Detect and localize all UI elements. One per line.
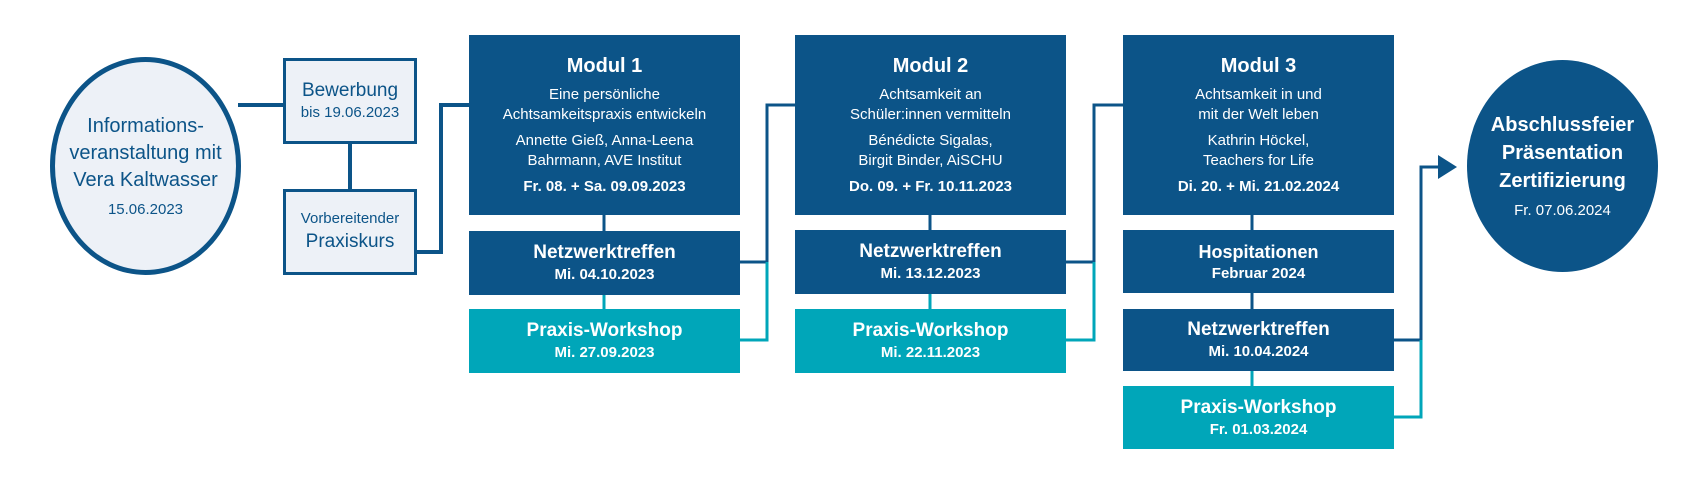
bewerbung-date: bis 19.06.2023 [300, 104, 400, 121]
connector [740, 103, 795, 264]
modul2-netz-title: Netzwerktreffen [859, 241, 1002, 262]
modul2-workshop-box: Praxis-Workshop Mi. 22.11.2023 [795, 309, 1066, 373]
modul3-people2: Teachers for Life [1203, 152, 1314, 169]
modul1-date: Fr. 08. + Sa. 09.09.2023 [523, 178, 686, 195]
modul3-people1: Kathrin Höckel, [1207, 132, 1310, 149]
bewerbung-title: Bewerbung [301, 80, 399, 101]
arrowhead [1438, 155, 1457, 179]
modul1-box: Modul 1 Eine persönliche Achtsamkeitspra… [469, 35, 740, 215]
final-date: Fr. 07.06.2024 [1514, 202, 1611, 219]
modul1-ws-title: Praxis-Workshop [526, 320, 683, 341]
praxiskurs-line2: Praxiskurs [305, 231, 395, 252]
modul3-hospitationen-box: Hospitationen Februar 2024 [1123, 230, 1394, 293]
info-line2: veranstaltung mit [69, 141, 222, 164]
final-circle: Abschlussfeier Präsentation Zertifizieru… [1467, 60, 1658, 272]
modul3-netz-title: Netzwerktreffen [1187, 319, 1330, 340]
modul3-netzwerktreffen-box: Netzwerktreffen Mi. 10.04.2024 [1123, 309, 1394, 371]
modul1-ws-date: Mi. 27.09.2023 [554, 344, 655, 361]
modul1-title: Modul 1 [566, 55, 643, 77]
connector [1394, 165, 1440, 342]
modul1-topic1: Eine persönliche [549, 86, 660, 103]
modul2-date: Do. 09. + Fr. 10.11.2023 [848, 178, 1013, 195]
modul2-people2: Birgit Binder, AiSCHU [858, 152, 1003, 169]
praxiskurs-box: Vorbereitender Praxiskurs [283, 189, 417, 275]
praxiskurs-line1: Vorbereitender [300, 210, 400, 227]
info-event-circle: Informations- veranstaltung mit Vera Kal… [50, 57, 241, 275]
modul3-hosp-title: Hospitationen [1198, 241, 1319, 262]
modul2-topic2: Schüler:innen vermitteln [850, 106, 1011, 123]
modul1-netz-title: Netzwerktreffen [533, 242, 676, 263]
connector [415, 103, 469, 254]
modul3-box: Modul 3 Achtsamkeit in und mit der Welt … [1123, 35, 1394, 215]
modul1-people2: Bahrmann, AVE Institut [527, 152, 682, 169]
modul3-date: Di. 20. + Mi. 21.02.2024 [1177, 178, 1340, 195]
bewerbung-box: Bewerbung bis 19.06.2023 [283, 58, 417, 144]
modul2-ws-date: Mi. 22.11.2023 [880, 344, 981, 361]
info-line3: Vera Kaltwasser [73, 168, 218, 191]
modul2-box: Modul 2 Achtsamkeit an Schüler:innen ver… [795, 35, 1066, 215]
modul1-netzwerktreffen-box: Netzwerktreffen Mi. 04.10.2023 [469, 231, 740, 295]
connector [1394, 340, 1423, 419]
modul3-workshop-box: Praxis-Workshop Fr. 01.03.2024 [1123, 386, 1394, 449]
modul1-topic2: Achtsamkeitspraxis entwickeln [502, 106, 707, 123]
modul1-netz-date: Mi. 04.10.2023 [554, 266, 655, 283]
modul3-hosp-date: Februar 2024 [1211, 264, 1306, 282]
connector [1066, 262, 1096, 342]
modul2-title: Modul 2 [892, 55, 969, 77]
modul2-topic1: Achtsamkeit an [879, 86, 982, 103]
final-line3: Zertifizierung [1499, 170, 1626, 192]
modul2-netz-date: Mi. 13.12.2023 [880, 265, 981, 282]
modul3-topic2: mit der Welt leben [1198, 106, 1319, 123]
final-line1: Abschlussfeier [1490, 114, 1635, 136]
connector [1066, 103, 1123, 264]
modul2-ws-title: Praxis-Workshop [852, 320, 1009, 341]
modul3-ws-title: Praxis-Workshop [1180, 396, 1337, 418]
modul3-ws-date: Fr. 01.03.2024 [1209, 420, 1308, 438]
connector [740, 262, 769, 342]
modul1-people1: Annette Gieß, Anna-Leena [515, 132, 694, 149]
modul2-netzwerktreffen-box: Netzwerktreffen Mi. 13.12.2023 [795, 230, 1066, 294]
modul3-title: Modul 3 [1220, 55, 1297, 77]
modul2-people1: Bénédicte Sigalas, [868, 132, 993, 149]
modul1-workshop-box: Praxis-Workshop Mi. 27.09.2023 [469, 309, 740, 373]
final-line2: Präsentation [1501, 142, 1624, 164]
modul3-topic1: Achtsamkeit in und [1195, 86, 1322, 103]
modul3-netz-date: Mi. 10.04.2024 [1208, 343, 1309, 360]
info-line1: Informations- [87, 114, 204, 137]
info-date: 15.06.2023 [107, 200, 184, 218]
